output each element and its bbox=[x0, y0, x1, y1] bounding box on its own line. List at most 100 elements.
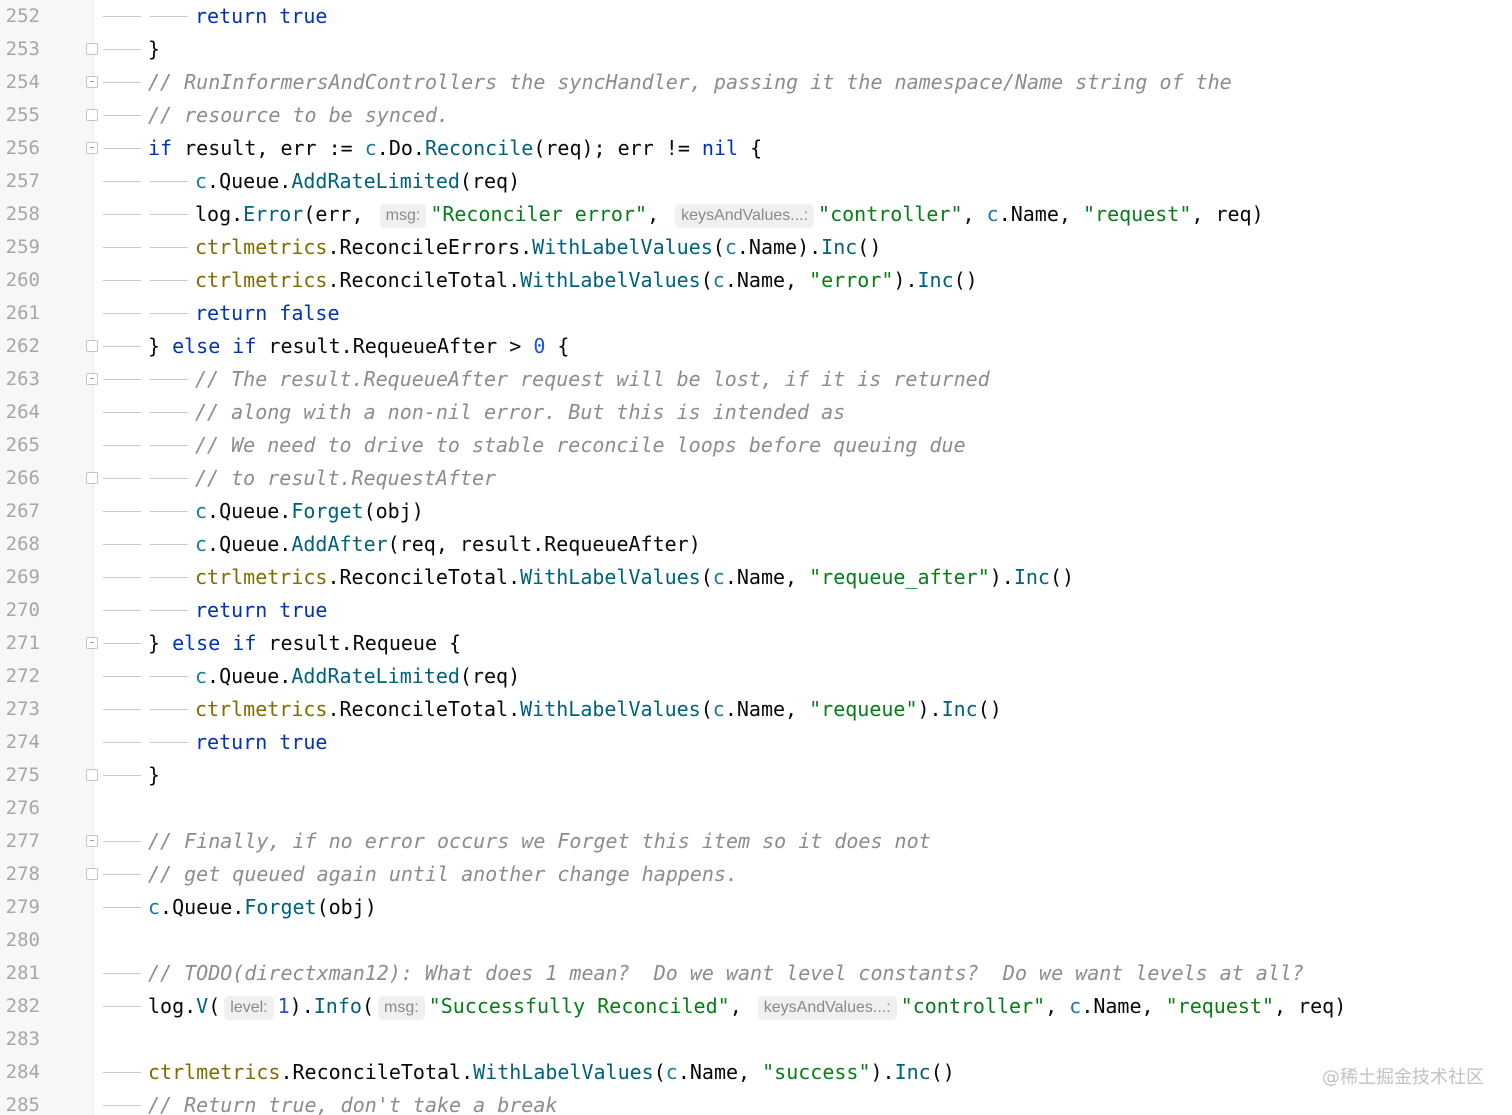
code-line[interactable]: 275} bbox=[0, 759, 1512, 792]
line-number[interactable]: 269 bbox=[5, 566, 40, 588]
code-text[interactable]: // resource to be synced. bbox=[148, 99, 449, 132]
code-text[interactable]: log.V(level:1).Info(msg:"Successfully Re… bbox=[148, 990, 1346, 1023]
line-number[interactable]: 252 bbox=[5, 5, 40, 27]
line-number-gutter[interactable] bbox=[0, 0, 94, 1115]
code-text[interactable]: // The result.RequeueAfter request will … bbox=[195, 363, 990, 396]
code-line[interactable]: 253} bbox=[0, 33, 1512, 66]
code-text[interactable]: // RunInformersAndControllers the syncHa… bbox=[148, 66, 1232, 99]
code-line[interactable]: 266// to result.RequestAfter bbox=[0, 462, 1512, 495]
fold-marker-icon[interactable] bbox=[86, 340, 98, 352]
code-line[interactable]: 263 // The result.RequeueAfter request wi… bbox=[0, 363, 1512, 396]
code-text[interactable]: c.Queue.AddRateLimited(req) bbox=[195, 660, 520, 693]
code-text[interactable]: if result, err := c.Do.Reconcile(req); e… bbox=[148, 132, 762, 165]
code-text[interactable]: c.Queue.Forget(obj) bbox=[148, 891, 377, 924]
code-line[interactable]: 280 bbox=[0, 924, 1512, 957]
code-line[interactable]: 265// We need to drive to stable reconci… bbox=[0, 429, 1512, 462]
line-number[interactable]: 262 bbox=[5, 335, 40, 357]
code-text[interactable]: // Return true, don't take a break bbox=[148, 1089, 557, 1115]
fold-marker-icon[interactable] bbox=[86, 109, 98, 121]
line-number[interactable]: 278 bbox=[5, 863, 40, 885]
code-line[interactable]: 269 ctrlmetrics.ReconcileTotal.WithLabelV… bbox=[0, 561, 1512, 594]
code-text[interactable]: return true bbox=[195, 0, 327, 33]
fold-marker-icon[interactable] bbox=[86, 868, 98, 880]
fold-collapse-icon[interactable] bbox=[86, 835, 98, 847]
line-number[interactable]: 270 bbox=[5, 599, 40, 621]
code-text[interactable]: ctrlmetrics.ReconcileTotal.WithLabelValu… bbox=[195, 561, 1074, 594]
line-number[interactable]: 260 bbox=[5, 269, 40, 291]
line-number[interactable]: 283 bbox=[5, 1028, 40, 1050]
fold-marker-icon[interactable] bbox=[86, 43, 98, 55]
line-number[interactable]: 261 bbox=[5, 302, 40, 324]
line-number[interactable]: 284 bbox=[5, 1061, 40, 1083]
line-number[interactable]: 254 bbox=[5, 71, 40, 93]
code-text[interactable]: return true bbox=[195, 594, 327, 627]
fold-collapse-icon[interactable] bbox=[86, 76, 98, 88]
line-number[interactable]: 253 bbox=[5, 38, 40, 60]
code-line[interactable]: 254 // RunInformersAndControllers the syn… bbox=[0, 66, 1512, 99]
code-text[interactable]: c.Queue.Forget(obj) bbox=[195, 495, 424, 528]
line-number[interactable]: 264 bbox=[5, 401, 40, 423]
line-number[interactable]: 273 bbox=[5, 698, 40, 720]
code-text[interactable]: } bbox=[148, 33, 160, 66]
code-text[interactable]: // along with a non-nil error. But this … bbox=[195, 396, 845, 429]
code-line[interactable]: 284 ctrlmetrics.ReconcileTotal.WithLabelV… bbox=[0, 1056, 1512, 1089]
code-text[interactable]: c.Queue.AddRateLimited(req) bbox=[195, 165, 520, 198]
code-line[interactable]: 282 log.V(level:1).Info(msg:"Successfully… bbox=[0, 990, 1512, 1023]
code-line[interactable]: 283 bbox=[0, 1023, 1512, 1056]
code-text[interactable]: log.Error(err, msg:"Reconciler error", k… bbox=[195, 198, 1264, 231]
code-text[interactable]: } else if result.RequeueAfter > 0 { bbox=[148, 330, 569, 363]
fold-marker-icon[interactable] bbox=[86, 472, 98, 484]
line-number[interactable]: 275 bbox=[5, 764, 40, 786]
code-line[interactable]: 256 if result, err := c.Do.Reconcile(req)… bbox=[0, 132, 1512, 165]
fold-collapse-icon[interactable] bbox=[86, 637, 98, 649]
code-line[interactable]: 271 } else if result.Requeue { bbox=[0, 627, 1512, 660]
line-number[interactable]: 263 bbox=[5, 368, 40, 390]
code-line[interactable]: 270 return true bbox=[0, 594, 1512, 627]
line-number[interactable]: 285 bbox=[5, 1094, 40, 1115]
code-line[interactable]: 267 c.Queue.Forget(obj) bbox=[0, 495, 1512, 528]
code-text[interactable]: } else if result.Requeue { bbox=[148, 627, 461, 660]
code-line[interactable]: 252 return true bbox=[0, 0, 1512, 33]
code-text[interactable]: ctrlmetrics.ReconcileTotal.WithLabelValu… bbox=[195, 264, 978, 297]
code-line[interactable]: 255 // resource to be synced. bbox=[0, 99, 1512, 132]
line-number[interactable]: 255 bbox=[5, 104, 40, 126]
fold-collapse-icon[interactable] bbox=[86, 142, 98, 154]
line-number[interactable]: 267 bbox=[5, 500, 40, 522]
code-text[interactable]: c.Queue.AddAfter(req, result.RequeueAfte… bbox=[195, 528, 701, 561]
code-text[interactable]: // to result.RequestAfter bbox=[195, 462, 496, 495]
line-number[interactable]: 276 bbox=[5, 797, 40, 819]
code-line[interactable]: 260 ctrlmetrics.ReconcileTotal.WithLabelV… bbox=[0, 264, 1512, 297]
line-number[interactable]: 281 bbox=[5, 962, 40, 984]
code-line[interactable]: 278 // get queued again until another cha… bbox=[0, 858, 1512, 891]
code-line[interactable]: 262 } else if result.RequeueAfter > 0 { bbox=[0, 330, 1512, 363]
line-number[interactable]: 282 bbox=[5, 995, 40, 1017]
code-text[interactable]: ctrlmetrics.ReconcileErrors.WithLabelVal… bbox=[195, 231, 881, 264]
code-text[interactable]: // TODO(directxman12): What does 1 mean?… bbox=[148, 957, 1304, 990]
fold-collapse-icon[interactable] bbox=[86, 373, 98, 385]
code-line[interactable]: 264 // along with a non-nil error. But th… bbox=[0, 396, 1512, 429]
code-text[interactable]: // get queued again until another change… bbox=[148, 858, 738, 891]
line-number[interactable]: 271 bbox=[5, 632, 40, 654]
code-text[interactable]: return true bbox=[195, 726, 327, 759]
line-number[interactable]: 277 bbox=[5, 830, 40, 852]
code-text[interactable]: } bbox=[148, 759, 160, 792]
code-line[interactable]: 276 bbox=[0, 792, 1512, 825]
line-number[interactable]: 265 bbox=[5, 434, 40, 456]
code-text[interactable]: ctrlmetrics.ReconcileTotal.WithLabelValu… bbox=[148, 1056, 955, 1089]
line-number[interactable]: 280 bbox=[5, 929, 40, 951]
line-number[interactable]: 256 bbox=[5, 137, 40, 159]
fold-marker-icon[interactable] bbox=[86, 769, 98, 781]
code-line[interactable]: 274 return true bbox=[0, 726, 1512, 759]
code-text[interactable]: // Finally, if no error occurs we Forget… bbox=[148, 825, 931, 858]
code-line[interactable]: 261 return false bbox=[0, 297, 1512, 330]
code-text[interactable]: return false bbox=[195, 297, 340, 330]
line-number[interactable]: 274 bbox=[5, 731, 40, 753]
